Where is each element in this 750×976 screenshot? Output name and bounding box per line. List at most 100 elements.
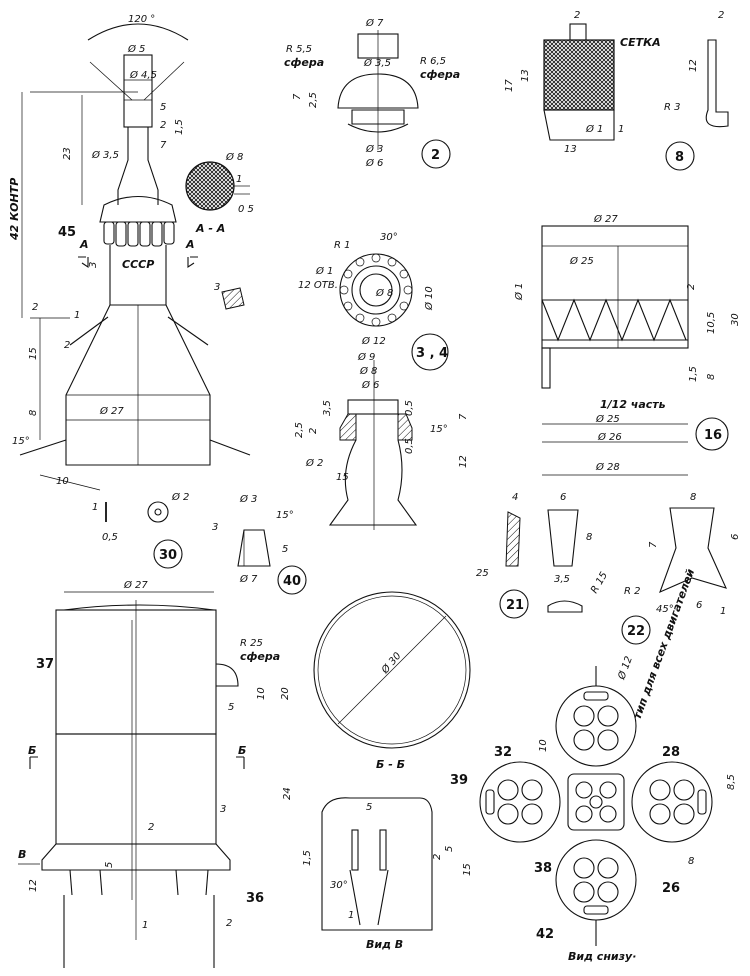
svg-text:10: 10 (538, 739, 549, 752)
svg-text:Ø 27: Ø 27 (123, 579, 148, 591)
part-22-drawing: 8 7 6 R 2 45° 6 1 22 (621, 492, 741, 645)
svg-text:30°: 30° (330, 880, 348, 891)
svg-text:Ø 25: Ø 25 (595, 413, 620, 425)
angle-arc (87, 23, 189, 41)
svg-text:Ø 7: Ø 7 (365, 17, 384, 29)
svg-text:30: 30 (159, 548, 177, 563)
svg-text:1/12 часть: 1/12 часть (600, 398, 666, 411)
svg-text:24: 24 (282, 787, 293, 800)
svg-text:5: 5 (104, 862, 115, 868)
svg-text:2: 2 (32, 302, 38, 313)
svg-text:сфера: сфера (240, 650, 280, 663)
svg-text:30: 30 (730, 313, 741, 326)
svg-text:8: 8 (675, 150, 684, 165)
svg-text:Ø 9: Ø 9 (357, 351, 375, 363)
svg-text:22: 22 (627, 624, 645, 639)
svg-text:1: 1 (618, 124, 624, 135)
svg-text:15°: 15° (12, 436, 30, 447)
svg-text:16: 16 (704, 428, 722, 443)
core-stage (567, 773, 625, 831)
svg-text:15: 15 (28, 347, 39, 360)
svg-text:сфера: сфера (420, 68, 460, 81)
svg-text:8: 8 (688, 856, 694, 867)
section-bb-drawing: Ø 30 Б - Б (313, 591, 471, 771)
svg-text:R 3: R 3 (664, 102, 681, 113)
svg-text:8: 8 (28, 410, 39, 416)
svg-text:7: 7 (292, 93, 303, 100)
mesh-screen (543, 39, 615, 111)
part-8-drawing: 2 СЕТКА 17 13 Ø 1 1 13 2 12 R 3 8 (504, 10, 729, 171)
svg-text:Ø 3,5: Ø 3,5 (91, 149, 119, 161)
svg-text:10: 10 (56, 476, 69, 487)
svg-text:Ø 8: Ø 8 (375, 287, 393, 299)
svg-text:0 5: 0 5 (238, 204, 254, 215)
part-2-drawing: Ø 7 R 5,5 сфера Ø 3,5 R 6,5 сфера 7 2,5 … (284, 17, 460, 169)
svg-text:6: 6 (696, 600, 702, 611)
svg-text:СЕТКА: СЕТКА (620, 36, 661, 49)
svg-text:5: 5 (444, 846, 455, 852)
svg-text:45: 45 (58, 225, 76, 240)
svg-text:28: 28 (662, 745, 680, 760)
svg-text:Ø 27: Ø 27 (593, 213, 618, 225)
svg-text:1,5: 1,5 (688, 366, 699, 382)
svg-text:0,5: 0,5 (102, 532, 118, 543)
svg-text:20: 20 (280, 687, 291, 700)
svg-text:7: 7 (160, 140, 167, 151)
svg-text:8: 8 (690, 492, 696, 503)
svg-text:СССР: СССР (122, 258, 154, 271)
svg-text:12 ОТВ.: 12 ОТВ. (298, 280, 338, 291)
svg-text:2: 2 (226, 918, 232, 929)
svg-text:А: А (185, 238, 195, 251)
svg-text:1: 1 (236, 174, 242, 185)
svg-text:8,5: 8,5 (726, 774, 737, 790)
svg-text:5: 5 (228, 702, 234, 713)
svg-text:Ø 12: Ø 12 (361, 335, 386, 347)
svg-text:Б - Б: Б - Б (376, 758, 405, 771)
svg-text:R 25: R 25 (240, 638, 263, 649)
svg-text:Ø 5: Ø 5 (127, 43, 145, 55)
nose-assembly-drawing: 120 ° Ø 5 Ø 4,5 Ø 3,5 Ø 8 Ø 27 42 КОНТР … (8, 14, 254, 491)
svg-text:Ø 28: Ø 28 (595, 461, 620, 473)
svg-text:R 2: R 2 (624, 586, 641, 597)
svg-text:10: 10 (256, 687, 267, 700)
svg-text:5: 5 (160, 102, 166, 113)
svg-text:1,5: 1,5 (302, 850, 313, 866)
svg-text:2: 2 (686, 284, 697, 290)
svg-text:1,5: 1,5 (174, 119, 185, 135)
svg-text:13: 13 (520, 69, 531, 82)
svg-text:8: 8 (706, 374, 717, 380)
nozzle-section-drawing: Ø 9 Ø 8 Ø 6 3,5 2,5 2 Ø 2 15 0,5 0,5 15°… (294, 351, 469, 530)
svg-text:7: 7 (648, 541, 659, 548)
svg-text:30°: 30° (380, 232, 398, 243)
svg-text:R 1: R 1 (334, 240, 351, 251)
svg-text:Ø 3,5: Ø 3,5 (363, 57, 391, 69)
svg-text:15: 15 (462, 863, 473, 876)
svg-text:Вид В: Вид В (366, 938, 403, 951)
svg-text:В: В (18, 848, 26, 861)
svg-text:Ø 1: Ø 1 (315, 265, 333, 277)
svg-text:32: 32 (494, 745, 512, 760)
section-arrow-left (78, 256, 89, 269)
svg-text:0,5: 0,5 (404, 400, 415, 416)
svg-text:2: 2 (148, 822, 154, 833)
svg-text:10,5: 10,5 (706, 312, 717, 334)
svg-text:R 15: R 15 (589, 570, 610, 595)
svg-text:Ø 2: Ø 2 (171, 491, 189, 503)
svg-text:Ø 3: Ø 3 (365, 143, 383, 155)
svg-text:2: 2 (160, 120, 166, 131)
svg-text:3 , 4: 3 , 4 (416, 346, 448, 361)
svg-text:42: 42 (536, 927, 554, 942)
svg-text:1: 1 (92, 502, 98, 513)
svg-text:6: 6 (730, 534, 741, 540)
part-40-drawing: Ø 3 15° 3 5 Ø 7 40 (212, 493, 307, 595)
svg-text:Ø 30: Ø 30 (378, 650, 403, 677)
svg-text:Вид снизу·: Вид снизу· (568, 950, 636, 963)
svg-text:Ø 25: Ø 25 (569, 255, 594, 267)
ring-holes (339, 253, 413, 327)
svg-text:26: 26 (662, 881, 680, 896)
booster-bottom (555, 839, 637, 921)
svg-text:1: 1 (720, 606, 726, 617)
svg-text:23: 23 (62, 147, 73, 160)
svg-text:15°: 15° (430, 424, 448, 435)
